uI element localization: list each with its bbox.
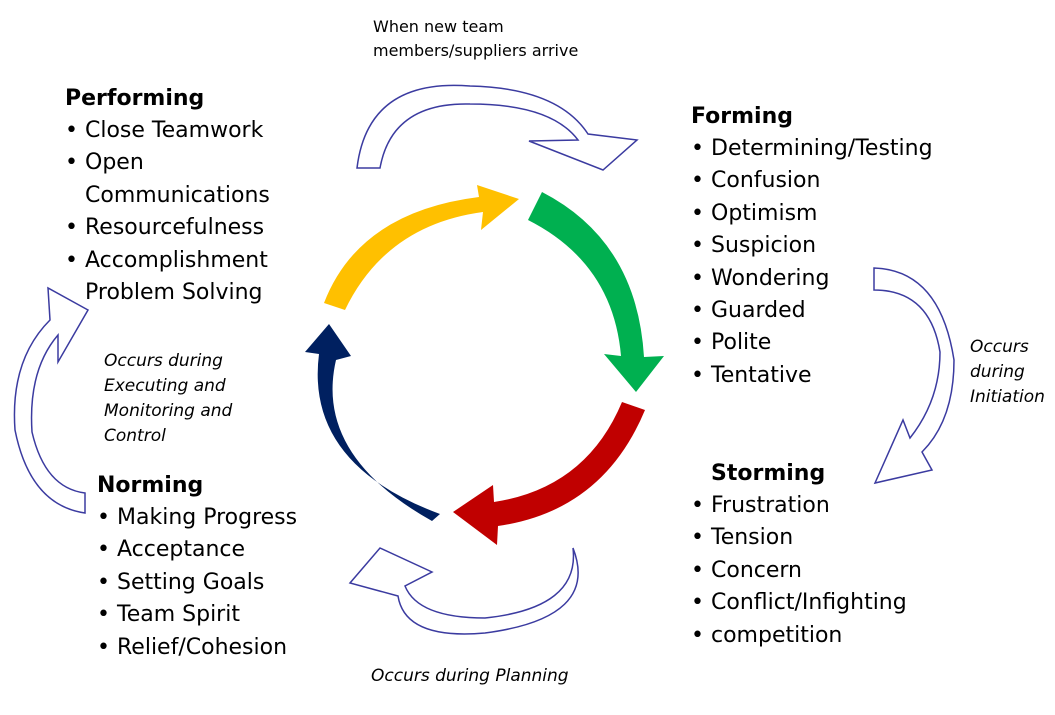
red-cycle-arrow	[453, 402, 645, 545]
executing-note-line-3: Monitoring and	[104, 401, 233, 421]
list-item: Determining/Testing	[691, 133, 933, 166]
norming-stage: Norming Making Progress Acceptance Setti…	[97, 472, 297, 664]
initiation-note-line-1: Occurs	[970, 337, 1029, 357]
list-item: Frustration	[691, 490, 907, 523]
top-transition-arrow	[356, 84, 639, 171]
list-item: Making Progress	[97, 502, 297, 535]
initiation-note: Occurs during Initiation	[970, 335, 1045, 410]
performing-list: Close Teamwork Open Communications Resou…	[65, 115, 270, 309]
green-cycle-arrow	[528, 192, 664, 392]
norming-title: Norming	[97, 473, 204, 498]
norming-list: Making Progress Acceptance Setting Goals…	[97, 502, 297, 664]
list-item: Conflict/Infighting	[691, 587, 907, 620]
list-item: Relief/Cohesion	[97, 632, 297, 665]
list-item: Close Teamwork	[65, 115, 270, 148]
top-note-line-1: When new team	[373, 17, 504, 36]
list-item: Polite	[691, 327, 933, 360]
list-item: Confusion	[691, 165, 933, 198]
list-item: Optimism	[691, 198, 933, 231]
list-item: Wondering	[691, 263, 933, 296]
list-item: Guarded	[691, 295, 933, 328]
initiation-note-line-3: Initiation	[970, 387, 1045, 407]
forming-title: Forming	[691, 104, 793, 129]
yellow-cycle-arrow	[324, 185, 519, 310]
forming-list: Determining/Testing Confusion Optimism S…	[691, 133, 933, 393]
list-item: Open	[65, 147, 270, 180]
bottom-transition-arrow	[348, 547, 579, 635]
performing-title: Performing	[65, 86, 205, 111]
list-item: competition	[691, 620, 907, 653]
storming-list: Frustration Tension Concern Conflict/Inf…	[691, 490, 907, 652]
storming-title: Storming	[711, 461, 826, 486]
navy-cycle-arrow	[305, 324, 440, 521]
performing-stage: Performing Close Teamwork Open Communica…	[65, 85, 270, 309]
initiation-note-line-2: during	[970, 362, 1025, 382]
planning-note: Occurs during Planning	[371, 666, 569, 686]
list-item: Suspicion	[691, 230, 933, 263]
list-item: Problem Solving	[85, 280, 263, 306]
list-item: Team Spirit	[97, 599, 297, 632]
left-transition-arrow	[13, 286, 90, 514]
executing-note-line-1: Occurs during	[104, 351, 223, 371]
executing-note-line-4: Control	[104, 426, 166, 446]
top-note-line-2: members/suppliers arrive	[373, 41, 579, 60]
list-item: Acceptance	[97, 534, 297, 567]
list-item: Tentative	[691, 360, 933, 393]
list-item: Tension	[691, 522, 907, 555]
executing-note-line-2: Executing and	[104, 376, 226, 396]
list-item: Communications	[85, 182, 270, 208]
executing-note: Occurs during Executing and Monitoring a…	[104, 349, 232, 449]
list-item: Setting Goals	[97, 567, 297, 600]
top-note: When new team members/suppliers arrive	[373, 15, 578, 63]
list-item: Concern	[691, 555, 907, 588]
forming-stage: Forming Determining/Testing Confusion Op…	[691, 103, 933, 393]
list-item: Resourcefulness	[65, 212, 270, 245]
list-item: Accomplishment	[65, 245, 270, 278]
storming-stage: Storming Frustration Tension Concern Con…	[691, 460, 907, 652]
